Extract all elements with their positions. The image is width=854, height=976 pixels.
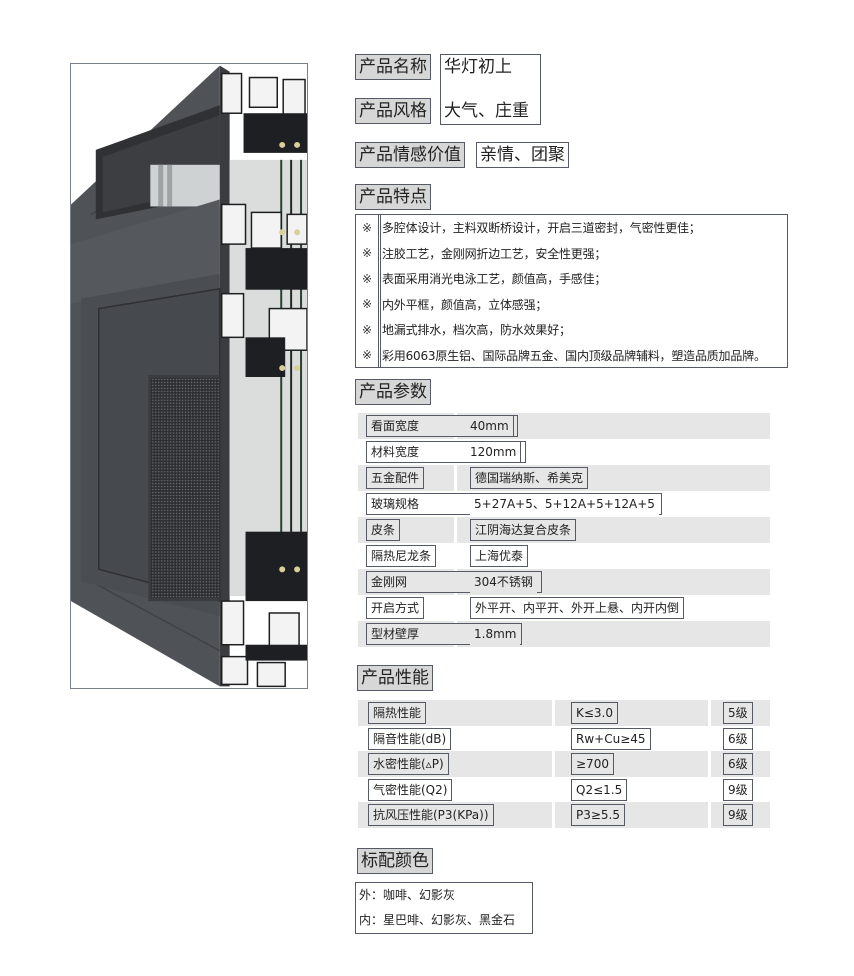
reference-mark-icon: ※	[361, 297, 373, 312]
product-style-label: 产品风格	[355, 98, 431, 124]
performance-row: 水密性能(▵P) ≥700 6级	[358, 751, 770, 777]
performance-value: P3≥5.5	[571, 804, 626, 826]
reference-mark-icon: ※	[361, 246, 373, 261]
performance-label: 抗风压性能(P3(KPa))	[368, 804, 494, 826]
performance-row: 气密性能(Q2) Q2≤1.5 9级	[358, 777, 770, 803]
product-name-value: 华灯初上	[444, 57, 512, 77]
param-row: 玻璃规格 5+27A+5、5+12A+5+12A+5	[358, 491, 770, 517]
features-title: 产品特点	[355, 184, 431, 210]
feature-item: ※ 地漏式排水，档次高，防水效果好；	[356, 317, 787, 343]
inner-colors: 内：星巴啡、幻影灰、黑金石	[359, 913, 516, 927]
param-row: 隔热尼龙条 上海优泰	[358, 543, 770, 569]
features-divider	[378, 215, 381, 367]
reference-mark-icon: ※	[361, 348, 373, 363]
performance-title: 产品性能	[357, 665, 433, 691]
feature-text: 表面采用消光电泳工艺，颜值高，手感佳；	[382, 272, 607, 287]
param-row: 看面宽度 40mm	[358, 413, 770, 439]
params-title: 产品参数	[355, 379, 431, 405]
feature-item: ※ 多腔体设计，主料双断桥设计，开启三道密封，气密性更佳；	[356, 215, 787, 241]
colors-list: 外：咖啡、幻影灰 内：星巴啡、幻影灰、黑金石	[355, 882, 533, 934]
param-row: 材料宽度 120mm	[358, 439, 770, 465]
param-label: 开启方式	[366, 597, 425, 619]
performance-grade: 9级	[723, 778, 753, 801]
performance-grade: 9级	[723, 804, 753, 826]
feature-text: 多腔体设计，主料双断桥设计，开启三道密封，气密性更佳；	[382, 221, 701, 236]
performance-value: K≤3.0	[571, 702, 619, 724]
product-name-label: 产品名称	[355, 54, 431, 80]
param-label: 五金配件	[366, 467, 425, 489]
reference-mark-icon: ※	[361, 322, 373, 337]
performance-label: 隔热性能	[368, 702, 427, 724]
performance-row: 隔音性能(dB) Rw+Cu≥45 6级	[358, 726, 770, 752]
feature-text: 内外平框，颜值高，立体感强；	[382, 297, 548, 312]
feature-item: ※ 注胶工艺，金刚网折边工艺，安全性更强；	[356, 241, 787, 267]
window-profile-illustration	[71, 65, 307, 688]
param-value: 江阴海达复合皮条	[470, 519, 577, 541]
param-row: 开启方式 外平开、内平开、外开上悬、内开内倒	[358, 595, 770, 621]
features-list: ※ 多腔体设计，主料双断桥设计，开启三道密封，气密性更佳； ※ 注胶工艺，金刚网…	[355, 214, 788, 368]
performance-grade: 6级	[723, 753, 753, 775]
product-image	[70, 63, 308, 689]
param-row: 型材壁厚 1.8mm	[358, 621, 770, 647]
performance-label: 隔音性能(dB)	[368, 727, 452, 750]
performance-label: 气密性能(Q2)	[368, 778, 453, 801]
performance-grade: 5级	[723, 702, 753, 724]
param-row: 五金配件 德国瑞纳斯、希美克	[358, 465, 770, 491]
feature-item: ※ 内外平框，颜值高，立体感强；	[356, 292, 787, 318]
emotion-value-label: 产品情感价值	[355, 142, 465, 168]
outer-colors: 外：咖啡、幻影灰	[359, 888, 456, 902]
param-value: 上海优泰	[470, 545, 529, 567]
colors-title: 标配颜色	[357, 848, 433, 874]
emotion-value: 亲情、团聚	[476, 142, 569, 168]
param-row: 金刚网 304不锈钢	[358, 569, 770, 595]
param-value: 1.8mm	[470, 624, 521, 646]
reference-mark-icon: ※	[361, 220, 373, 235]
param-value: 304不锈钢	[470, 572, 537, 594]
param-row: 皮条 江阴海达复合皮条	[358, 517, 770, 543]
performance-label: 水密性能(▵P)	[368, 753, 449, 775]
performance-value: ≥700	[571, 753, 614, 775]
param-label: 皮条	[366, 519, 401, 541]
feature-item: ※ 表面采用消光电泳工艺，颜值高，手感佳；	[356, 266, 787, 292]
param-value: 120mm	[470, 441, 522, 463]
product-style-value: 大气、庄重	[444, 101, 529, 121]
performance-grade: 6级	[723, 727, 753, 750]
feature-text: 彩用6063原生铝、国际品牌五金、国内顶级品牌辅料，塑造品质加品牌。	[382, 348, 766, 363]
param-label: 隔热尼龙条	[366, 545, 437, 567]
performance-value: Rw+Cu≥45	[571, 727, 651, 750]
performance-value: Q2≤1.5	[571, 778, 628, 801]
param-value: 外平开、内平开、外开上悬、内开内倒	[470, 597, 685, 619]
product-name-value-box: 华灯初上 大气、庄重	[440, 54, 541, 125]
performance-row: 隔热性能 K≤3.0 5级	[358, 700, 770, 726]
performance-row: 抗风压性能(P3(KPa)) P3≥5.5 9级	[358, 802, 770, 828]
feature-text: 地漏式排水，档次高，防水效果好；	[382, 323, 571, 338]
param-value: 德国瑞纳斯、希美克	[470, 467, 589, 489]
feature-item: ※ 彩用6063原生铝、国际品牌五金、国内顶级品牌辅料，塑造品质加品牌。	[356, 343, 787, 369]
param-value: 5+27A+5、5+12A+5+12A+5	[470, 494, 659, 516]
param-value: 40mm	[470, 415, 514, 437]
feature-text: 注胶工艺，金刚网折边工艺，安全性更强；	[382, 246, 607, 261]
reference-mark-icon: ※	[361, 271, 373, 286]
